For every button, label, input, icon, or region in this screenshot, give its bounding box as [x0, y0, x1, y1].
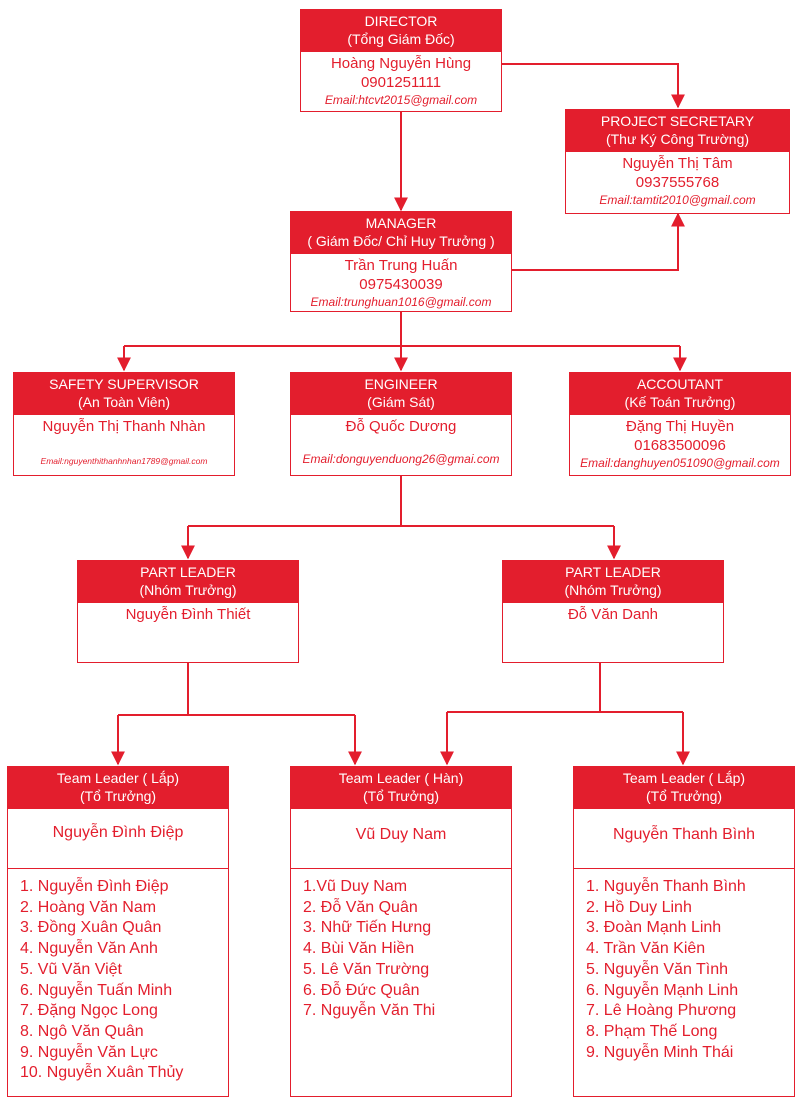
team-3-header: Team Leader ( Lắp) (Tổ Trưởng) — [574, 767, 794, 809]
list-item: 8. Ngô Văn Quân — [20, 1022, 144, 1040]
team-2-header: Team Leader ( Hàn) (Tổ Trưởng) — [291, 767, 511, 809]
team-3-title: Team Leader ( Lắp) — [622, 770, 746, 786]
part-leader-1-box: PART LEADER (Nhóm Trưởng) Nguyễn Đình Th… — [77, 560, 299, 663]
part-leader-2-box: PART LEADER (Nhóm Trưởng) Đỗ Văn Danh — [502, 560, 724, 663]
part-leader-1-name: Nguyễn Đình Thiết — [125, 606, 251, 623]
team-2-title: Team Leader ( Hàn) — [338, 770, 464, 786]
list-item: 5. Vũ Văn Việt — [20, 960, 122, 978]
engineer-title: ENGINEER — [364, 376, 438, 392]
team-2-leader-box: Team Leader ( Hàn) (Tổ Trưởng) Vũ Duy Na… — [290, 766, 512, 869]
engineer-email: Email:donguyenduong26@gmai.com — [302, 452, 500, 466]
list-item: 5. Nguyễn Văn Tình — [586, 960, 729, 978]
team-3-subtitle: (Tổ Trưởng) — [645, 788, 723, 804]
list-item: 4. Nguyễn Văn Anh — [20, 940, 158, 958]
team-2-subtitle: (Tổ Trưởng) — [362, 788, 440, 804]
list-item: 6. Nguyễn Tuấn Minh — [20, 981, 173, 999]
accountant-box: ACCOUTANT (Kế Toán Trưởng) Đặng Thị Huyề… — [569, 372, 791, 476]
list-item: 6. Nguyễn Mạnh Linh — [586, 981, 739, 999]
team-1-subtitle: (Tổ Trưởng) — [79, 788, 157, 804]
manager-subtitle: ( Giám Đốc/ Chỉ Huy Trưởng ) — [307, 233, 495, 249]
part-leader-1-header: PART LEADER (Nhóm Trưởng) — [78, 561, 298, 603]
list-item: 1.Vũ Duy Nam — [303, 878, 408, 895]
team-3-leader-box: Team Leader ( Lắp) (Tổ Trưởng) Nguyễn Th… — [573, 766, 795, 869]
secretary-title: PROJECT SECRETARY — [600, 113, 755, 129]
list-item: 3. Nhữ Tiến Hưng — [303, 919, 432, 937]
manager-email: Email:trunghuan1016@gmail.com — [310, 295, 492, 309]
director-name: Hoàng Nguyễn Hùng — [330, 55, 472, 72]
safety-header: SAFETY SUPERVISOR (An Toàn Viên) — [14, 373, 234, 415]
list-item: 2. Đỗ Văn Quân — [303, 898, 418, 916]
manager-name: Trần Trung Huấn — [344, 257, 458, 274]
list-item: 9. Nguyễn Văn Lực — [20, 1043, 158, 1061]
list-item: 7. Nguyễn Văn Thi — [303, 1002, 436, 1020]
engineer-header: ENGINEER (Giám Sát) — [291, 373, 511, 415]
list-item: 4. Trần Văn Kiên — [586, 940, 706, 958]
safety-email: Email:nguyenthithanhnhan1789@gmail.com — [40, 456, 208, 466]
engineer-name: Đỗ Quốc Dương — [345, 418, 457, 435]
list-item: 4. Bùi Văn Hiền — [303, 940, 415, 958]
list-item: 7. Lê Hoàng Phương — [586, 1002, 737, 1020]
manager-title: MANAGER — [365, 215, 437, 231]
team-1-leader-box: Team Leader ( Lắp) (Tổ Trưởng) Nguyễn Đì… — [7, 766, 229, 869]
secretary-name: Nguyễn Thị Tâm — [622, 155, 733, 172]
safety-subtitle: (An Toàn Viên) — [77, 394, 171, 410]
list-item: 8. Phạm Thế Long — [586, 1022, 718, 1040]
team-1-member-list: 1. Nguyễn Đình Điệp 2. Hoàng Văn Nam 3. … — [7, 868, 229, 1097]
director-phone: 0901251111 — [360, 74, 442, 91]
team-3-member-list: 1. Nguyễn Thanh Bình 2. Hồ Duy Linh 3. Đ… — [573, 868, 795, 1097]
secretary-subtitle: (Thư Ký Công Trường) — [605, 131, 750, 147]
list-item: 7. Đặng Ngọc Long — [20, 1002, 158, 1020]
list-item: 2. Hồ Duy Linh — [586, 898, 692, 916]
part-leader-1-title: PART LEADER — [140, 564, 236, 580]
list-item: 10. Nguyễn Xuân Thủy — [20, 1064, 184, 1082]
manager-to-secretary-arrow — [512, 212, 685, 271]
accountant-subtitle: (Kế Toán Trưởng) — [624, 394, 736, 410]
director-to-secretary-arrow — [502, 63, 685, 109]
engineer-subtitle: (Giám Sát) — [367, 394, 435, 410]
director-header: DIRECTOR (Tổng Giám Đốc) — [301, 10, 501, 52]
safety-name: Nguyễn Thị Thanh Nhàn — [42, 418, 206, 435]
team-3-leader-name: Nguyễn Thanh Bình — [612, 826, 756, 843]
list-item: 3. Đồng Xuân Quân — [20, 919, 162, 937]
manager-phone: 0975430039 — [359, 276, 443, 293]
part-leader-2-subtitle: (Nhóm Trưởng) — [564, 582, 662, 598]
director-email: Email:htcvt2015@gmail.com — [324, 93, 478, 107]
list-item: 3. Đoàn Mạnh Linh — [586, 919, 722, 937]
secretary-header: PROJECT SECRETARY (Thư Ký Công Trường) — [566, 110, 789, 152]
manager-header: MANAGER ( Giám Đốc/ Chỉ Huy Trưởng ) — [291, 212, 511, 254]
safety-supervisor-box: SAFETY SUPERVISOR (An Toàn Viên) Nguyễn … — [13, 372, 235, 476]
director-subtitle: (Tổng Giám Đốc) — [347, 31, 455, 47]
part-leader-2-name: Đỗ Văn Danh — [567, 606, 659, 623]
part-leader-2-header: PART LEADER (Nhóm Trưởng) — [503, 561, 723, 603]
part-leader-2-title: PART LEADER — [565, 564, 661, 580]
part-leader-1-subtitle: (Nhóm Trưởng) — [139, 582, 237, 598]
list-item: 2. Hoàng Văn Nam — [20, 898, 157, 916]
secretary-email: Email:tamtit2010@gmail.com — [599, 193, 756, 207]
accountant-email: Email:danghuyen051090@gmail.com — [580, 456, 780, 470]
accountant-phone: 01683500096 — [634, 437, 726, 454]
team-2-leader-name: Vũ Duy Nam — [355, 826, 447, 843]
list-item: 1. Nguyễn Thanh Bình — [586, 878, 746, 895]
team-1-leader-name: Nguyễn Đình Điệp — [52, 824, 184, 841]
secretary-phone: 0937555768 — [635, 174, 720, 191]
safety-title: SAFETY SUPERVISOR — [49, 376, 199, 392]
team-2-member-list: 1.Vũ Duy Nam 2. Đỗ Văn Quân 3. Nhữ Tiến … — [290, 868, 512, 1097]
list-item: 5. Lê Văn Trường — [303, 960, 430, 978]
manager-box: MANAGER ( Giám Đốc/ Chỉ Huy Trưởng ) Trầ… — [290, 211, 512, 312]
list-item: 9. Nguyễn Minh Thái — [586, 1043, 734, 1061]
engineer-box: ENGINEER (Giám Sát) Đỗ Quốc Dương Email:… — [290, 372, 512, 476]
accountant-name: Đặng Thị Huyền — [625, 418, 735, 435]
team-1-title: Team Leader ( Lắp) — [56, 770, 180, 786]
list-item: 6. Đỗ Đức Quân — [303, 981, 420, 999]
secretary-box: PROJECT SECRETARY (Thư Ký Công Trường) N… — [565, 109, 790, 214]
list-item: 1. Nguyễn Đình Điệp — [20, 878, 169, 895]
director-box: DIRECTOR (Tổng Giám Đốc) Hoàng Nguyễn Hù… — [300, 9, 502, 112]
team-1-header: Team Leader ( Lắp) (Tổ Trưởng) — [8, 767, 228, 809]
accountant-header: ACCOUTANT (Kế Toán Trưởng) — [570, 373, 790, 415]
director-title: DIRECTOR — [364, 13, 438, 29]
accountant-title: ACCOUTANT — [636, 376, 724, 392]
